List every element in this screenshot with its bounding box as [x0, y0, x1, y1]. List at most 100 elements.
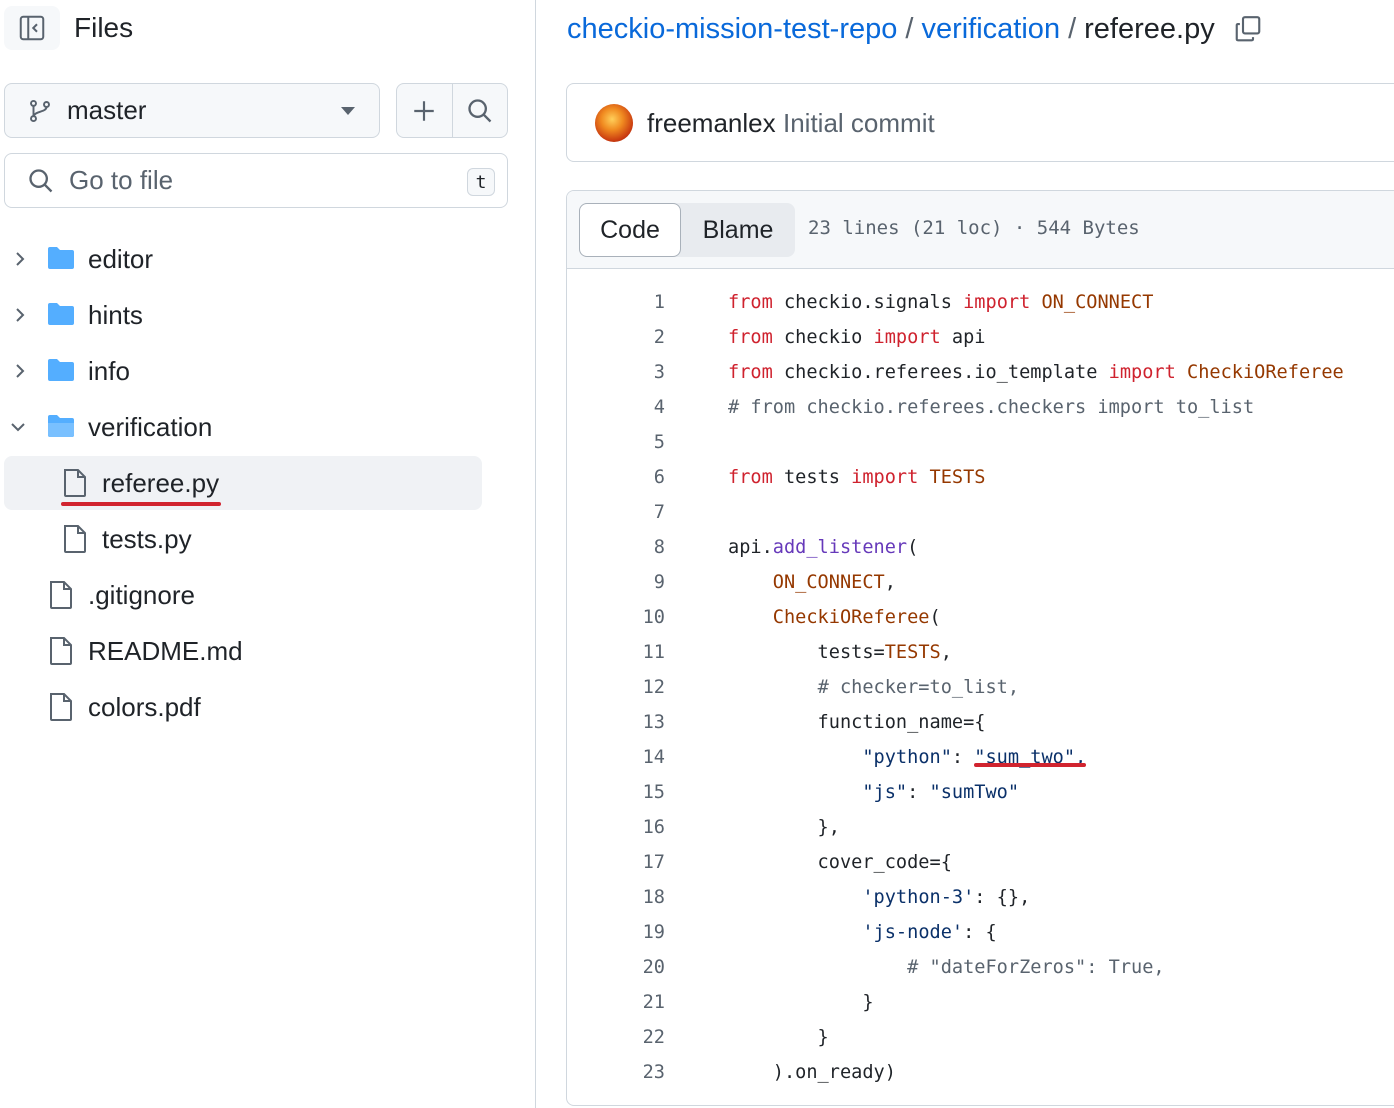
file-view: checkio-mission-test-repo/verification/r… [537, 0, 1394, 1108]
tree-item-gitignore[interactable]: .gitignore [4, 568, 482, 622]
code-line-text: cover_code={ [728, 845, 952, 880]
caret-down-icon [341, 107, 355, 115]
code-token: import [873, 327, 941, 348]
commit-author[interactable]: freemanlex [647, 108, 776, 138]
line-number[interactable]: 9 [653, 572, 665, 593]
file-icon [50, 637, 72, 665]
line-number[interactable]: 14 [642, 747, 665, 768]
plus-icon [414, 100, 434, 121]
breadcrumb-current-file: referee.py [1084, 13, 1215, 45]
code-line: 13 function_name={ [567, 705, 1394, 740]
line-number[interactable]: 6 [653, 467, 665, 488]
code-line: 10 CheckiOReferee( [567, 600, 1394, 635]
line-number[interactable]: 11 [642, 642, 665, 663]
tree-item-label: colors.pdf [88, 692, 201, 722]
line-number[interactable]: 2 [653, 327, 665, 348]
tree-item-colors-pdf[interactable]: colors.pdf [4, 680, 482, 734]
tree-item-verification[interactable]: verification [4, 400, 482, 454]
line-number[interactable]: 12 [642, 677, 665, 698]
git-branch-icon [30, 99, 50, 122]
code-line-text: "python": "sum_two", [728, 740, 1087, 775]
avatar[interactable] [595, 104, 633, 142]
code-token: tests [783, 467, 852, 488]
line-number[interactable]: 17 [642, 852, 665, 873]
line-number[interactable]: 21 [642, 992, 665, 1013]
tab-blame[interactable]: Blame [702, 215, 774, 244]
tree-item-label: verification [88, 412, 213, 442]
line-number[interactable]: 1 [653, 292, 665, 313]
code-line-text: }, [728, 810, 840, 845]
line-number[interactable]: 19 [642, 922, 665, 943]
breadcrumb-repo-link[interactable]: checkio-mission-test-repo [567, 13, 898, 45]
code-token: # from checkio.referees.checkers import … [728, 397, 1255, 418]
line-number[interactable]: 8 [653, 537, 665, 558]
line-number[interactable]: 22 [642, 1027, 665, 1048]
folder-open-icon [48, 415, 74, 437]
line-number[interactable]: 20 [642, 957, 665, 978]
tree-item-info[interactable]: info [4, 344, 482, 398]
line-number[interactable]: 3 [653, 362, 665, 383]
code-token: ON_CONNECT [1041, 292, 1154, 313]
search-button[interactable] [451, 84, 508, 137]
tree-item-readme[interactable]: README.md [4, 624, 482, 678]
code-line: 9 ON_CONNECT, [567, 565, 1394, 600]
code-line-text: ).on_ready) [728, 1055, 896, 1090]
go-to-file-input[interactable]: Go to file t [4, 153, 508, 208]
branch-selector[interactable]: master [4, 83, 380, 138]
breadcrumb-folder-link[interactable]: verification [921, 13, 1061, 45]
file-icon [50, 581, 72, 609]
code-token: import [963, 292, 1031, 313]
commit-message[interactable]: Initial commit [783, 108, 935, 138]
code-line: 20 # "dateForZeros": True, [567, 950, 1394, 985]
chevron-right-icon [16, 364, 25, 378]
collapse-sidebar-button[interactable] [4, 6, 60, 50]
code-line: 16 }, [567, 810, 1394, 845]
code-token [728, 782, 862, 803]
code-token [728, 887, 862, 908]
code-token [728, 607, 773, 628]
file-meta: 23 lines (21 loc) · 544 Bytes [808, 217, 1140, 239]
view-mode-toggle: Code Blame [579, 203, 795, 257]
line-number[interactable]: 16 [642, 817, 665, 838]
code-token: from [728, 467, 773, 488]
code-token: add_listener [772, 537, 908, 558]
code-token: from [728, 292, 773, 313]
code-line-text: 'python-3': {}, [728, 880, 1030, 915]
tree-item-editor[interactable]: editor [4, 232, 482, 286]
code-line-text: } [728, 1020, 829, 1055]
code-token: : { [963, 922, 997, 943]
code-token: , [884, 572, 896, 593]
tab-code[interactable]: Code [579, 203, 681, 257]
line-number[interactable]: 13 [642, 712, 665, 733]
code-line-text: CheckiOReferee( [728, 600, 941, 635]
code-token: "sum_two", [974, 747, 1087, 768]
tree-item-hints[interactable]: hints [4, 288, 482, 342]
file-icon [64, 469, 86, 497]
code-token: import [1108, 362, 1176, 383]
line-number[interactable]: 5 [653, 432, 665, 453]
code-viewer-header: Code Blame 23 lines (21 loc) · 544 Bytes [567, 191, 1394, 269]
add-file-button[interactable] [397, 84, 452, 137]
file-tree-sidebar: Files master Go to file t editor hints [0, 0, 536, 1108]
line-number[interactable]: 7 [653, 502, 665, 523]
code-token: 'js-node' [862, 922, 964, 943]
code-line-text: ON_CONNECT, [728, 565, 896, 600]
tree-item-referee-py[interactable]: referee.py [4, 456, 482, 510]
code-line-text: tests=TESTS, [728, 635, 952, 670]
line-number[interactable]: 10 [642, 607, 665, 628]
code-token: function_name={ [728, 712, 986, 733]
code-line: 17 cover_code={ [567, 845, 1394, 880]
line-number[interactable]: 15 [642, 782, 665, 803]
copy-icon[interactable] [1233, 14, 1263, 44]
code-token: checkio [783, 327, 874, 348]
line-number[interactable]: 18 [642, 887, 665, 908]
code-line-text: } [728, 985, 873, 1020]
code-token: "js" [862, 782, 908, 803]
tree-item-tests-py[interactable]: tests.py [4, 512, 482, 566]
annotation-underline [974, 763, 1087, 767]
file-icon [64, 525, 86, 553]
line-number[interactable]: 23 [642, 1062, 665, 1083]
line-number[interactable]: 4 [653, 397, 665, 418]
